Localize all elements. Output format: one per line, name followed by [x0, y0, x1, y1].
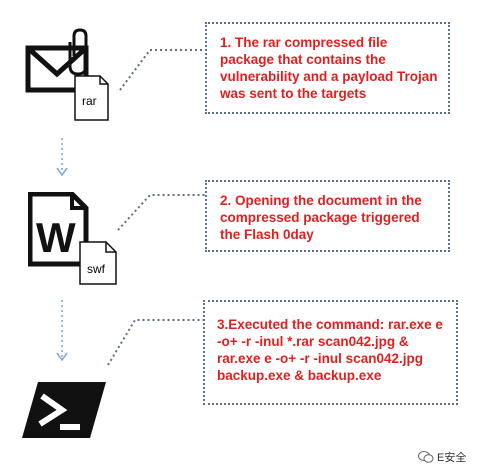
word-swf-icon: W swf [27, 191, 118, 287]
step-3-text: 3.Executed the command: rar.exe e -o+ -r… [217, 317, 443, 383]
down-arrow-2 [56, 300, 68, 362]
step-2-text: 2. Opening the document in the compresse… [220, 193, 422, 242]
swf-badge: swf [87, 262, 105, 276]
wechat-icon [418, 451, 434, 463]
step-1-text: 1. The rar compressed file package that … [220, 35, 438, 101]
watermark-text: E安全 [437, 452, 467, 464]
down-arrow-1 [56, 138, 68, 177]
step-1-box: 1. The rar compressed file package that … [205, 22, 450, 114]
step-3-box: 3.Executed the command: rar.exe e -o+ -r… [203, 300, 458, 405]
watermark: E安全 [418, 449, 466, 465]
connector-step-2 [117, 194, 205, 231]
connector-step-1 [119, 49, 205, 91]
step-2-box: 2. Opening the document in the compresse… [205, 180, 450, 252]
email-rar-icon: rar [20, 28, 110, 123]
powershell-icon [20, 380, 110, 440]
rar-badge: rar [82, 94, 97, 108]
connector-step-3 [107, 319, 203, 366]
svg-text:W: W [36, 214, 76, 261]
